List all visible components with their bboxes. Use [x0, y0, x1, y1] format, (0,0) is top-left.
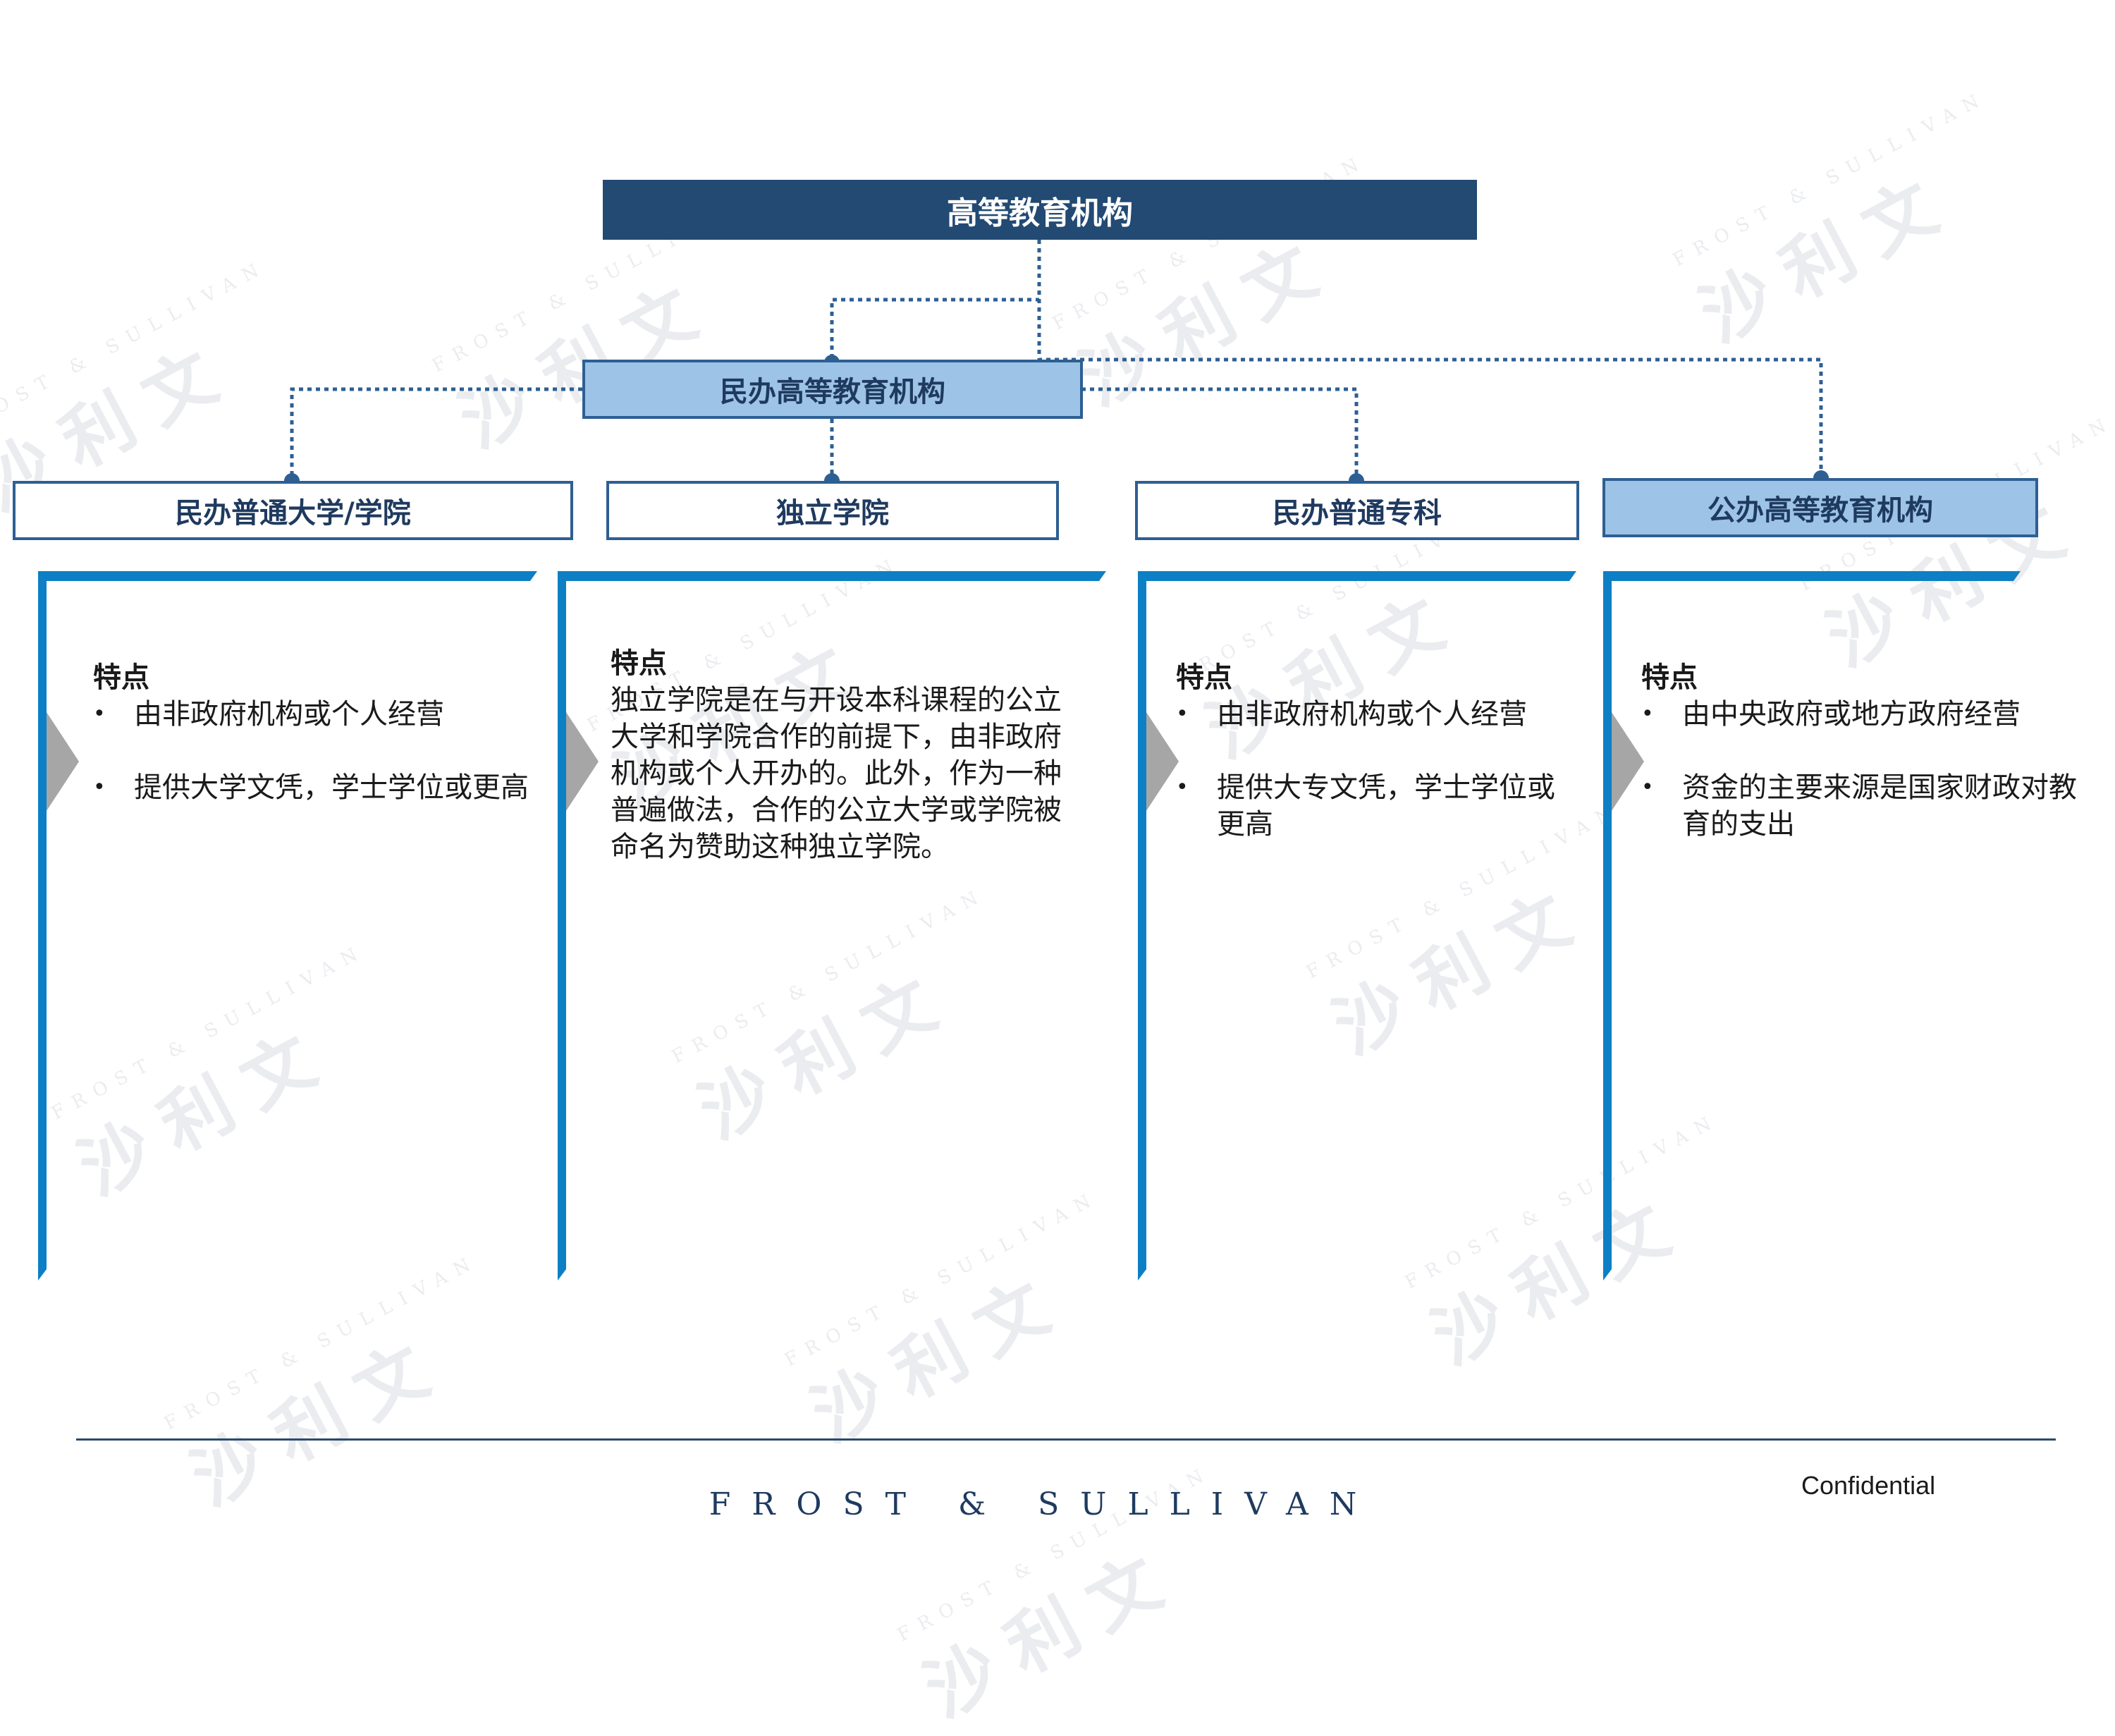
panel-chevron — [566, 712, 599, 811]
list-item: 由非政府机构或个人经营 — [93, 696, 544, 733]
feature-list: 由中央政府或地方政府经营 资金的主要来源是国家财政对教育的支出 — [1641, 696, 2078, 843]
footer-logo: FROST & SULLIVAN — [709, 1486, 1378, 1522]
feature-list: 由非政府机构或个人经营 提供大专文凭，学士学位或更高 — [1176, 696, 1571, 843]
panel-accent-top — [42, 571, 537, 581]
panel-frame — [1138, 571, 1576, 1280]
node-independent-college: 独立学院 — [606, 481, 1059, 540]
panel-heading: 特点 — [1641, 661, 1698, 694]
panel-accent-left — [38, 571, 47, 1280]
panel-frame — [1603, 571, 2021, 1280]
footer-divider — [76, 1438, 2056, 1441]
node-label: 高等教育机构 — [947, 195, 1133, 231]
node-label: 独立学院 — [776, 497, 889, 530]
node-public-higher-education: 公办高等教育机构 — [1602, 478, 2038, 537]
panel-independent-college: 特点 独立学院是在与开设本科课程的公立大学和学院合作的前提下，由非政府机构或个人… — [611, 645, 1076, 865]
panel-chevron — [1146, 712, 1179, 811]
panel-chevron — [47, 712, 79, 811]
connector-root-private — [830, 240, 1041, 362]
node-label: 民办高等教育机构 — [720, 376, 945, 408]
panel-accent-left — [1603, 571, 1612, 1280]
connector-root-public — [1037, 240, 1823, 478]
connector-private-cat3 — [1081, 387, 1359, 481]
panel-description: 独立学院是在与开设本科课程的公立大学和学院合作的前提下，由非政府机构或个人开办的… — [611, 684, 1062, 863]
confidential-label: Confidential — [1801, 1471, 1936, 1500]
list-item: 由中央政府或地方政府经营 — [1641, 696, 2078, 733]
panel-accent-left — [1138, 571, 1146, 1280]
panel-private-junior-college: 特点 由非政府机构或个人经营 提供大专文凭，学士学位或更高 — [1176, 659, 1571, 879]
panel-accent-top — [1607, 571, 2021, 581]
node-label: 公办高等教育机构 — [1708, 494, 1933, 527]
list-item: 由非政府机构或个人经营 — [1176, 696, 1571, 733]
panel-heading: 特点 — [1176, 661, 1232, 694]
panel-heading: 特点 — [93, 661, 149, 694]
panel-frame — [558, 571, 1106, 1280]
panel-frame — [38, 571, 537, 1280]
list-item: 提供大学文凭，学士学位或更高 — [93, 769, 544, 806]
feature-list: 由非政府机构或个人经营 提供大学文凭，学士学位或更高 — [93, 696, 544, 806]
panel-chevron — [1612, 712, 1644, 811]
node-higher-education-institutions: 高等教育机构 — [603, 180, 1477, 240]
node-label: 民办普通专科 — [1273, 497, 1442, 530]
panel-accent-top — [1142, 571, 1576, 581]
panel-public-higher-education: 特点 由中央政府或地方政府经营 资金的主要来源是国家财政对教育的支出 — [1641, 659, 2078, 879]
connector-private-cat1 — [290, 387, 582, 481]
list-item: 提供大专文凭，学士学位或更高 — [1176, 769, 1571, 843]
node-private-university-college: 民办普通大学/学院 — [13, 481, 573, 540]
panel-accent-top — [562, 571, 1106, 581]
panel-heading: 特点 — [611, 647, 667, 680]
node-private-junior-college: 民办普通专科 — [1135, 481, 1579, 540]
node-label: 民办普通大学/学院 — [175, 497, 411, 530]
panel-accent-left — [558, 571, 566, 1280]
list-item: 资金的主要来源是国家财政对教育的支出 — [1641, 769, 2078, 843]
panel-private-university-college: 特点 由非政府机构或个人经营 提供大学文凭，学士学位或更高 — [93, 659, 544, 843]
node-private-higher-education: 民办高等教育机构 — [582, 360, 1083, 419]
